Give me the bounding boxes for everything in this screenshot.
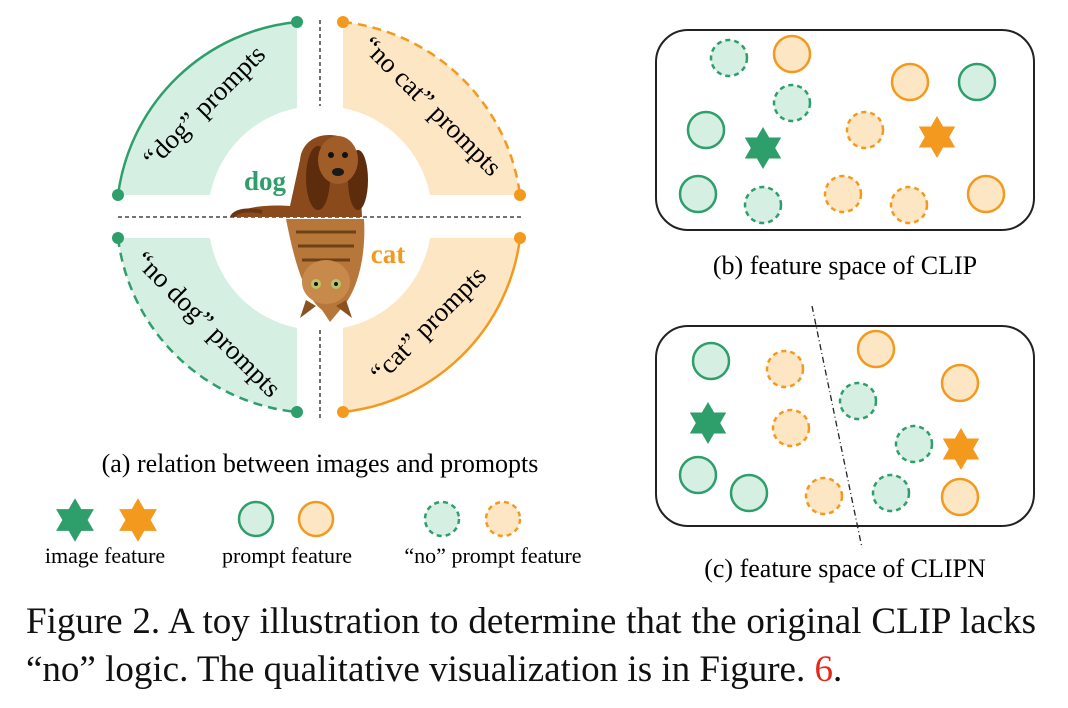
- no-prompt-feature-orange: [765, 349, 805, 389]
- panel-c-separator: [811, 305, 863, 549]
- arc-no-dog: [116, 237, 298, 414]
- image-feature-star-orange: [918, 116, 956, 158]
- endpoint-dot: [514, 189, 526, 201]
- endpoint-dot: [112, 232, 124, 244]
- panel-a-diagram: dog cat “dog” prompts “no cat” prompts “…: [102, 16, 539, 478]
- image-feature-star-orange: [942, 428, 980, 470]
- legend-prompt-orange: [297, 500, 335, 538]
- prompt-feature-orange: [856, 329, 896, 369]
- legend-no-prompt-green: [423, 500, 461, 538]
- prompt-feature-orange: [772, 34, 812, 74]
- no-prompt-feature-orange: [845, 110, 885, 150]
- panel-c-caption: (c) feature space of CLIPN: [704, 554, 986, 583]
- arc-no-cat: [342, 20, 522, 196]
- legend-star-green: [56, 498, 94, 542]
- panel-b-marks: [678, 34, 1006, 225]
- panel-c-marks: [678, 329, 980, 517]
- panel-b: (b) feature space of CLIP: [655, 29, 1035, 280]
- center-image-area: [230, 135, 368, 322]
- prompt-feature-green: [729, 473, 769, 513]
- legend-prompt-green: [237, 500, 275, 538]
- figure-caption: Figure 2. A toy illustration to determin…: [26, 598, 1036, 694]
- no-prompt-feature-green: [743, 185, 783, 225]
- prompt-feature-green: [957, 62, 997, 102]
- prompt-feature-orange: [890, 62, 930, 102]
- no-prompt-feature-green: [894, 424, 934, 464]
- figure-caption-text: Figure 2. A toy illustration to determin…: [26, 601, 1036, 690]
- prompt-feature-orange: [940, 477, 980, 517]
- arc-dog: [116, 20, 298, 196]
- endpoint-dot: [337, 406, 349, 418]
- legend-no-prompt-orange: [484, 500, 522, 538]
- prompt-feature-green: [678, 174, 718, 214]
- prompt-feature-green: [678, 455, 718, 495]
- arc-cat: [342, 237, 522, 414]
- center-label-dog: dog: [244, 166, 287, 196]
- legend-prompt-feature-label: prompt feature: [222, 543, 352, 568]
- prompt-feature-orange: [966, 174, 1006, 214]
- panel-b-box: [655, 29, 1035, 231]
- quadrant-dog-fill: [118, 22, 297, 195]
- endpoint-dot: [291, 16, 303, 28]
- panel-a-caption: (a) relation between images and promopts: [102, 449, 539, 478]
- quadrant-no-dog-fill: [118, 238, 297, 412]
- endpoint-dot: [514, 232, 526, 244]
- legend-image-feature-label: image feature: [45, 543, 165, 568]
- legend-no-prompt-feature-label: “no” prompt feature: [404, 543, 581, 568]
- no-prompt-feature-orange: [804, 476, 844, 516]
- image-feature-star-green: [744, 127, 782, 169]
- prompt-feature-green: [686, 110, 726, 150]
- figure-reference-link[interactable]: 6: [814, 649, 833, 690]
- no-prompt-feature-orange: [771, 408, 811, 448]
- legend: image feature prompt feature “no” prompt…: [45, 498, 582, 568]
- endpoint-dot: [291, 406, 303, 418]
- no-prompt-feature-green: [772, 83, 812, 123]
- figure-caption-end: .: [832, 649, 843, 690]
- panel-b-caption: (b) feature space of CLIP: [713, 251, 977, 280]
- cat-image: [286, 219, 365, 322]
- no-prompt-feature-orange: [889, 185, 929, 225]
- prompt-feature-green: [691, 341, 731, 381]
- quadrant-cat-fill: [343, 238, 520, 412]
- legend-star-orange: [119, 498, 157, 542]
- no-prompt-feature-green: [871, 473, 911, 513]
- image-feature-star-green: [689, 402, 727, 444]
- no-prompt-feature-green: [838, 381, 878, 421]
- endpoint-dot: [112, 189, 124, 201]
- prompt-feature-orange: [940, 363, 980, 403]
- quadrant-no-cat-fill: [343, 22, 520, 195]
- dog-image: [230, 135, 368, 219]
- center-label-cat: cat: [371, 239, 405, 269]
- no-prompt-feature-green: [709, 38, 749, 78]
- panel-c: (c) feature space of CLIPN: [655, 305, 1035, 583]
- no-prompt-feature-orange: [823, 174, 863, 214]
- endpoint-dot: [337, 16, 349, 28]
